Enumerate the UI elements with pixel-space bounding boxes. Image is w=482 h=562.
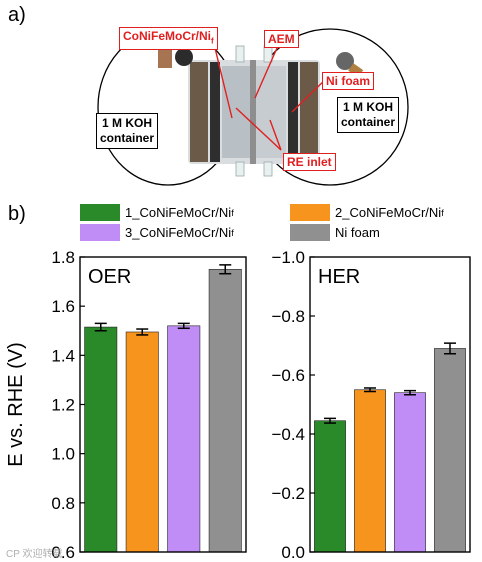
y-tick-label: −0.8 [271, 307, 305, 326]
cell-schematic [97, 28, 409, 186]
aem-membrane [250, 60, 256, 164]
bar [394, 392, 426, 553]
plot-frame [309, 256, 471, 553]
legend-label-subscript: f [231, 207, 234, 218]
aem-callout: AEM [264, 30, 299, 48]
y-tick-label: 0.8 [51, 494, 75, 513]
alloy-callout: CoNiFeMoCr/Nif [119, 27, 218, 51]
y-tick-label: 1.0 [51, 445, 75, 464]
ni-foam-callout: Ni foam [322, 72, 375, 90]
legend-label: Ni foam [335, 225, 380, 240]
bar [84, 326, 118, 553]
bar [125, 331, 159, 553]
y-tick-label: 1.6 [51, 297, 75, 316]
end-plate-right [300, 62, 318, 162]
legend-swatch [80, 224, 120, 241]
bar [314, 420, 346, 553]
y-tick-label: 1.4 [51, 346, 75, 365]
panel-a-label: a) [8, 4, 26, 26]
y-tick-label: −1.0 [271, 248, 305, 267]
re-inlet-callout: RE inlet [283, 153, 336, 171]
y-tick-label: 1.8 [51, 248, 75, 267]
plot-title: OER [88, 266, 131, 288]
bar [208, 268, 242, 553]
legend-swatch [290, 224, 330, 241]
alloy-sample-strip [158, 46, 172, 68]
legend-label: 2_CoNiFeMoCr/Ni [335, 205, 442, 220]
legend-label-subscript: f [441, 207, 444, 218]
end-plate-left [190, 62, 208, 162]
right-container-label: 1 M KOH container [337, 97, 400, 133]
plot-title: HER [318, 266, 360, 288]
y-tick-label: −0.2 [271, 484, 305, 503]
y-axis-label: E vs. RHE (V) [5, 342, 27, 466]
legend-item: Ni foam [290, 224, 380, 241]
y-tick-label: −0.4 [271, 425, 305, 444]
alloy-sample-disk [175, 48, 193, 66]
legend-swatch [290, 204, 330, 221]
legend-swatch [80, 204, 120, 221]
legend-label: 1_CoNiFeMoCr/Ni [125, 205, 232, 220]
ni-foam-disk [336, 52, 354, 70]
legend-label-subscript: f [231, 227, 234, 238]
panel-b-label: b) [8, 203, 26, 225]
bar [354, 389, 386, 553]
y-tick-label: −0.6 [271, 366, 305, 385]
legend-label: 3_CoNiFeMoCr/Ni [125, 225, 232, 240]
y-tick-label: 0.6 [51, 543, 75, 562]
bar [434, 348, 466, 553]
watermark: CP 欢迎转载 [6, 549, 63, 560]
y-tick-label: 0.0 [281, 543, 305, 562]
bar [167, 325, 201, 553]
left-container-label: 1 M KOH container [96, 113, 159, 149]
y-tick-label: 1.2 [51, 396, 75, 415]
